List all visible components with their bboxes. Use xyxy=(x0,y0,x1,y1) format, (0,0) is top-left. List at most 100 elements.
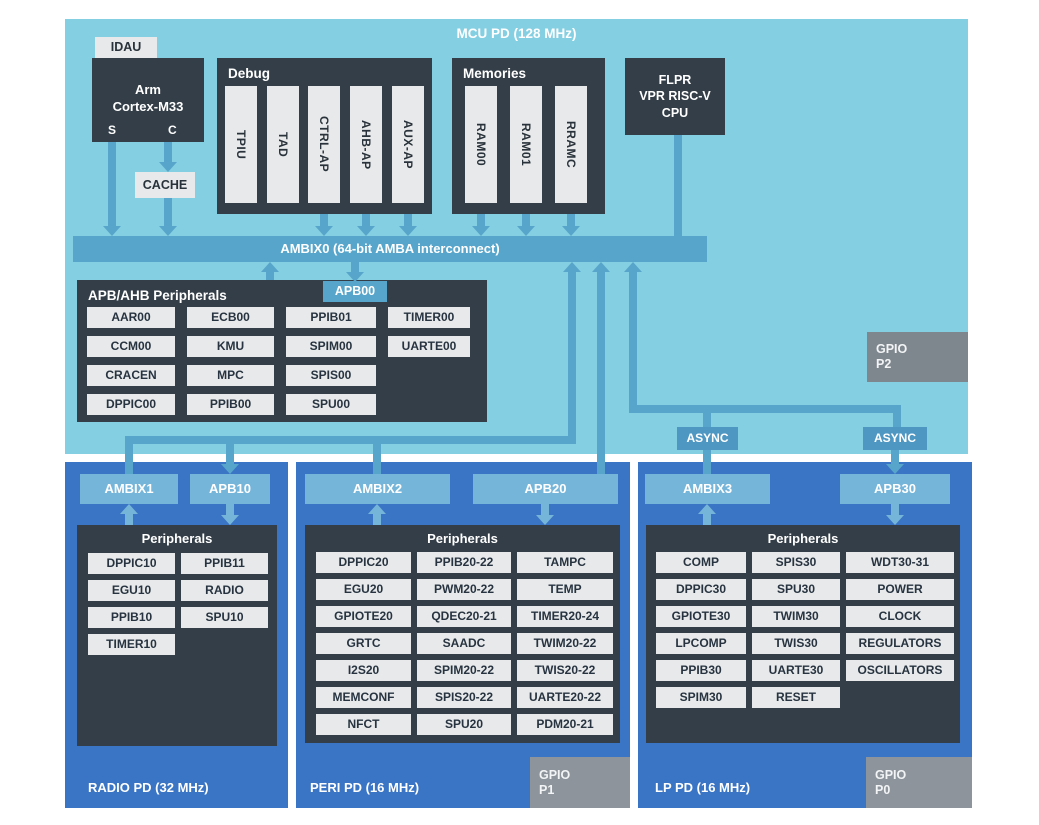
flpr-line1: FLPR xyxy=(658,73,692,88)
flpr-line2: VPR RISC-V xyxy=(639,89,711,104)
memories-block: Memories RAM00 RAM01 RRAMC xyxy=(452,58,605,214)
debug-label: Debug xyxy=(228,66,270,81)
peripheral-item: TIMER20-24 xyxy=(517,606,613,627)
port-s-label: S xyxy=(108,123,117,137)
peripheral-item: WDT30-31 xyxy=(846,552,954,573)
connector xyxy=(703,450,711,474)
apb00-tab: APB00 xyxy=(323,281,387,302)
peripheral-item: TIMER00 xyxy=(388,307,470,328)
peripheral-item: GPIOTE20 xyxy=(316,606,411,627)
peripheral-item: RADIO xyxy=(181,580,268,601)
arrow-down-icon xyxy=(315,226,333,236)
arrow-down-icon xyxy=(886,464,904,474)
tpiu-label: TPIU xyxy=(234,129,248,160)
peripheral-item: MPC xyxy=(187,365,274,386)
peripheral-item: TAMPC xyxy=(517,552,613,573)
connector xyxy=(125,436,576,444)
peripheral-item: SPIS20-22 xyxy=(417,687,511,708)
peripheral-item: DPPIC20 xyxy=(316,552,411,573)
peripheral-item: SPU30 xyxy=(752,579,840,600)
connector xyxy=(477,214,485,226)
peripheral-item: COMP xyxy=(656,552,746,573)
peripheral-item: PDM20-21 xyxy=(517,714,613,735)
peripheral-item: QDEC20-21 xyxy=(417,606,511,627)
debug-col-ctrl-ap: CTRL-AP xyxy=(308,86,340,203)
peripheral-item: EGU20 xyxy=(316,579,411,600)
arrow-up-icon xyxy=(120,504,138,514)
peripheral-item: GRTC xyxy=(316,633,411,654)
connector xyxy=(567,214,575,226)
cortex-m33-label: Arm Cortex-M33 xyxy=(92,82,204,116)
connector xyxy=(893,413,901,427)
peripheral-item: PWM20-22 xyxy=(417,579,511,600)
connector xyxy=(226,504,234,515)
peripheral-item: SPU20 xyxy=(417,714,511,735)
peripheral-item: AAR00 xyxy=(87,307,175,328)
peripheral-item: ECB00 xyxy=(187,307,274,328)
connector xyxy=(703,514,711,525)
apb20-bus: APB20 xyxy=(473,474,618,504)
ambix1-bus: AMBIX1 xyxy=(80,474,178,504)
peripheral-item: SPIM20-22 xyxy=(417,660,511,681)
ambix0-interconnect: AMBIX0 (64-bit AMBA interconnect) xyxy=(73,236,707,262)
peri-peripherals-block: Peripherals DPPIC20 PPIB20-22 TAMPC EGU2… xyxy=(305,525,620,743)
radio-peripherals-block: Peripherals DPPIC10 PPIB11 EGU10 RADIO P… xyxy=(77,525,277,746)
cortex-name-line1: Arm xyxy=(134,82,161,97)
peripheral-item: PPIB11 xyxy=(181,553,268,574)
peripheral-item: CRACEN xyxy=(87,365,175,386)
connector xyxy=(373,514,381,525)
peri-peripherals-title: Peripherals xyxy=(427,531,498,546)
connector xyxy=(362,214,370,226)
peripheral-item: TEMP xyxy=(517,579,613,600)
lp-pd-label: LP PD (16 MHz) xyxy=(655,780,751,795)
peripheral-item: SPIS30 xyxy=(752,552,840,573)
flpr-line3: CPU xyxy=(661,105,689,120)
arrow-down-icon xyxy=(536,515,554,525)
arrow-down-icon xyxy=(221,515,239,525)
debug-block: Debug TPIU TAD CTRL-AP AHB-AP AUX-AP xyxy=(217,58,432,214)
cortex-m33-block: Arm Cortex-M33 S C xyxy=(92,58,204,142)
peripheral-item: TWIM30 xyxy=(752,606,840,627)
arrow-down-icon xyxy=(886,515,904,525)
connector xyxy=(266,272,274,280)
rramc-label: RRAMC xyxy=(564,120,578,169)
connector xyxy=(522,214,530,226)
radio-peripherals-title: Peripherals xyxy=(141,531,213,546)
arrow-down-icon xyxy=(357,226,375,236)
connector xyxy=(320,214,328,226)
peripheral-item: SAADC xyxy=(417,633,511,654)
radio-power-domain: AMBIX1 APB10 Peripherals DPPIC10 PPIB11 … xyxy=(65,462,288,808)
arrow-down-icon xyxy=(517,226,535,236)
connector xyxy=(125,444,133,474)
peripheral-item: I2S20 xyxy=(316,660,411,681)
peripheral-item: OSCILLATORS xyxy=(846,660,954,681)
gpio-p0-block: GPIO P0 xyxy=(866,757,972,808)
connector xyxy=(674,135,682,236)
arrow-up-icon xyxy=(624,262,642,272)
connector xyxy=(404,214,412,226)
peripheral-item: SPU00 xyxy=(286,394,376,415)
peripheral-item: TWIS20-22 xyxy=(517,660,613,681)
connector xyxy=(164,142,172,162)
memories-col-ram00: RAM00 xyxy=(465,86,497,203)
peripheral-item: CCM00 xyxy=(87,336,175,357)
arrow-up-icon xyxy=(261,262,279,272)
arrow-down-icon xyxy=(472,226,490,236)
peripheral-item: TIMER10 xyxy=(88,634,175,655)
arrow-down-icon xyxy=(103,226,121,236)
ambix3-bus: AMBIX3 xyxy=(645,474,770,504)
peripheral-item: DPPIC30 xyxy=(656,579,746,600)
peri-peripherals-grid: DPPIC20 PPIB20-22 TAMPC EGU20 PWM20-22 T… xyxy=(316,552,613,735)
gpio-p0-line2: P0 xyxy=(875,782,891,797)
gpio-p0-line1: GPIO xyxy=(875,767,907,782)
peripheral-item: TWIM20-22 xyxy=(517,633,613,654)
flpr-block: FLPR VPR RISC-V CPU xyxy=(625,58,725,135)
memories-label: Memories xyxy=(463,66,527,81)
peripheral-item: PPIB01 xyxy=(286,307,376,328)
connector xyxy=(568,272,576,436)
cortex-name-line2: Cortex-M33 xyxy=(112,98,184,114)
peripheral-item: SPIS00 xyxy=(286,365,376,386)
connector xyxy=(351,262,359,272)
debug-col-ahb-ap: AHB-AP xyxy=(350,86,382,203)
